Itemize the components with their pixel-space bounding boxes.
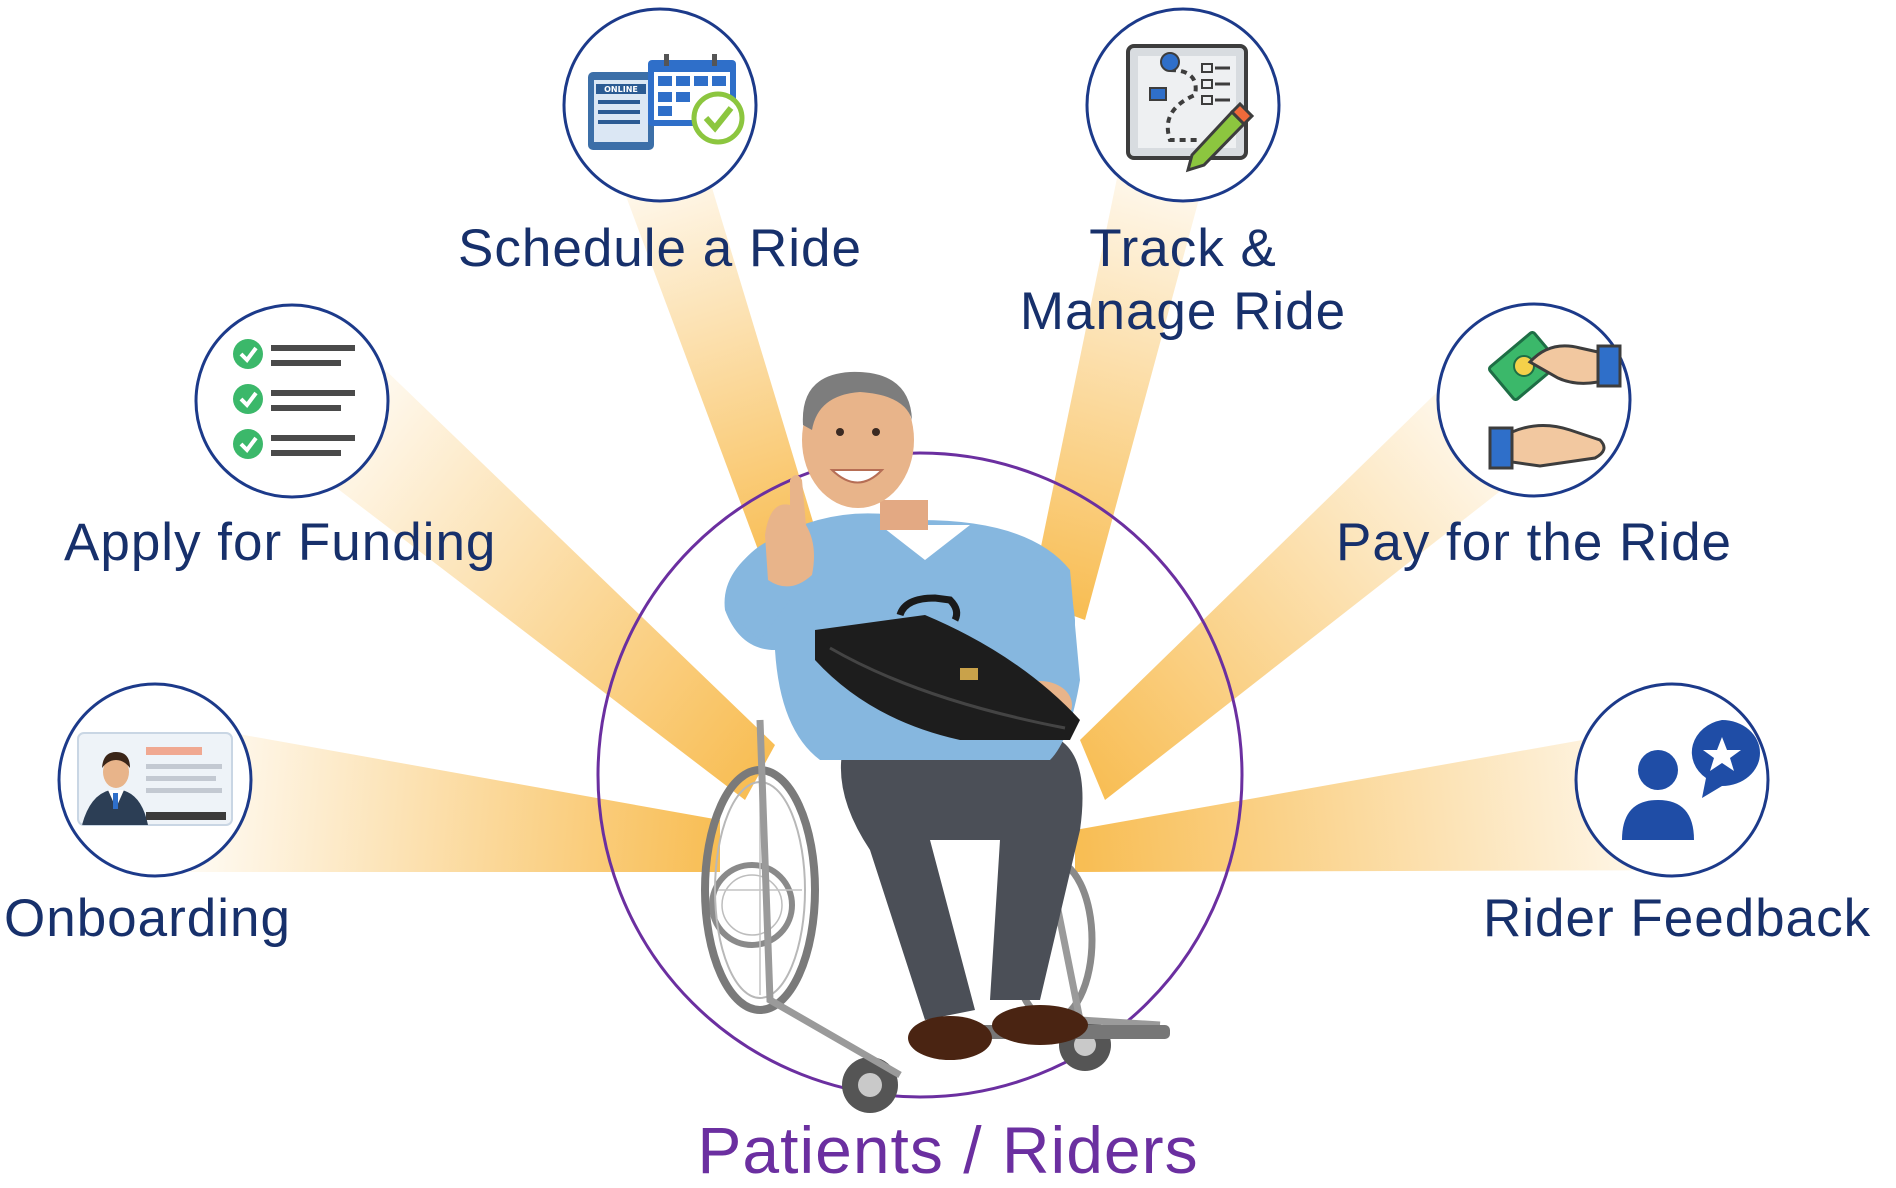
hand-payment-icon [1488,330,1622,470]
node-onboarding-circle[interactable] [57,682,253,878]
node-funding-circle[interactable] [194,303,390,499]
node-label-pay: Pay for the Ride [1336,512,1732,575]
id-card-icon [77,732,233,826]
node-schedule-circle[interactable]: ONLINE [562,7,758,203]
svg-text:ONLINE: ONLINE [604,85,638,94]
track-label-line-2: Manage Ride [1019,281,1347,341]
briefcase [815,594,1080,740]
node-pay-circle[interactable] [1436,302,1632,498]
man-in-wheelchair-image [701,371,1170,1113]
node-label-feedback: Rider Feedback [1483,888,1871,951]
beam-pay [1080,360,1540,800]
checklist-icon [233,339,355,459]
beam-schedule [605,115,820,555]
node-label-schedule: Schedule a Ride [440,218,880,281]
beam-onboarding [160,720,720,872]
beam-feedback [1075,712,1740,872]
feedback-label: Rider Feedback [1483,889,1872,948]
node-label-funding: Apply for Funding [64,512,496,575]
funding-label: Apply for Funding [64,513,497,572]
schedule-label: Schedule a Ride [458,219,862,278]
node-label-track: Track & Manage Ride [963,218,1403,343]
route-map-icon [1126,44,1255,173]
node-track-circle[interactable] [1085,7,1281,203]
user-feedback-icon [1622,720,1760,840]
node-feedback-circle[interactable] [1574,682,1770,878]
pay-label: Pay for the Ride [1336,513,1733,572]
onboarding-label: Onboarding [4,889,291,948]
beam-funding [300,360,775,800]
online-calendar-icon: ONLINE [588,54,745,150]
center-ring [596,451,1244,1099]
node-label-onboarding: Onboarding [4,888,291,951]
center-label: Patients / Riders [697,1113,1199,1187]
track-label-line-1: Track & [1089,219,1277,278]
